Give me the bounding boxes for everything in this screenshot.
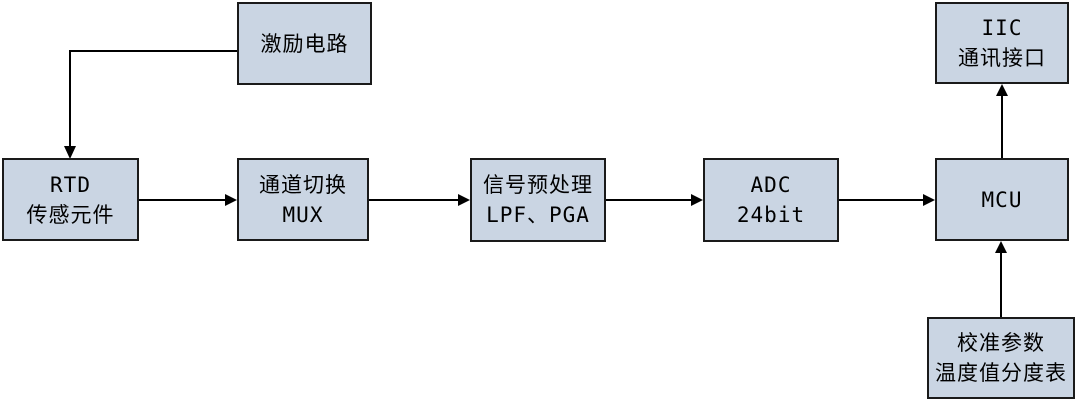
node-label: 通道切换 [259,172,347,197]
node-label: IIC [981,16,1023,40]
node-calibration-table: 校准参数 温度值分度表 [927,317,1075,399]
node-iic-interface: IIC 通讯接口 [935,2,1069,84]
node-label: 24bit [736,203,806,227]
node-adc: ADC 24bit [703,158,839,242]
arrow-mux-to-preproc [369,194,470,206]
node-label: 传感元件 [26,202,115,227]
node-channel-mux: 通道切换 MUX [237,158,369,241]
node-signal-preprocessing: 信号预处理 LPF、PGA [470,158,606,242]
arrow-calib-to-mcu [995,241,1007,317]
node-label: LPF、PGA [486,203,590,227]
node-excitation-circuit: 激励电路 [237,2,372,85]
node-label: MUX [282,202,324,227]
node-label: 温度值分度表 [935,361,1067,385]
node-label: RTD [50,172,91,197]
arrow-adc-to-mcu [839,194,935,206]
arrow-mcu-to-iic [996,84,1008,158]
node-label: 激励电路 [260,31,349,56]
arrow-preproc-to-adc [606,194,703,206]
node-rtd-sensor: RTD 传感元件 [2,158,139,241]
arrow-excitation-to-rtd [64,50,237,159]
node-label: 校准参数 [957,331,1045,355]
node-label: MCU [981,187,1023,212]
arrow-rtd-to-mux [139,194,237,206]
node-mcu: MCU [935,158,1069,241]
node-label: ADC [750,173,792,197]
node-label: 通讯接口 [958,46,1046,70]
node-label: 信号预处理 [483,173,593,197]
